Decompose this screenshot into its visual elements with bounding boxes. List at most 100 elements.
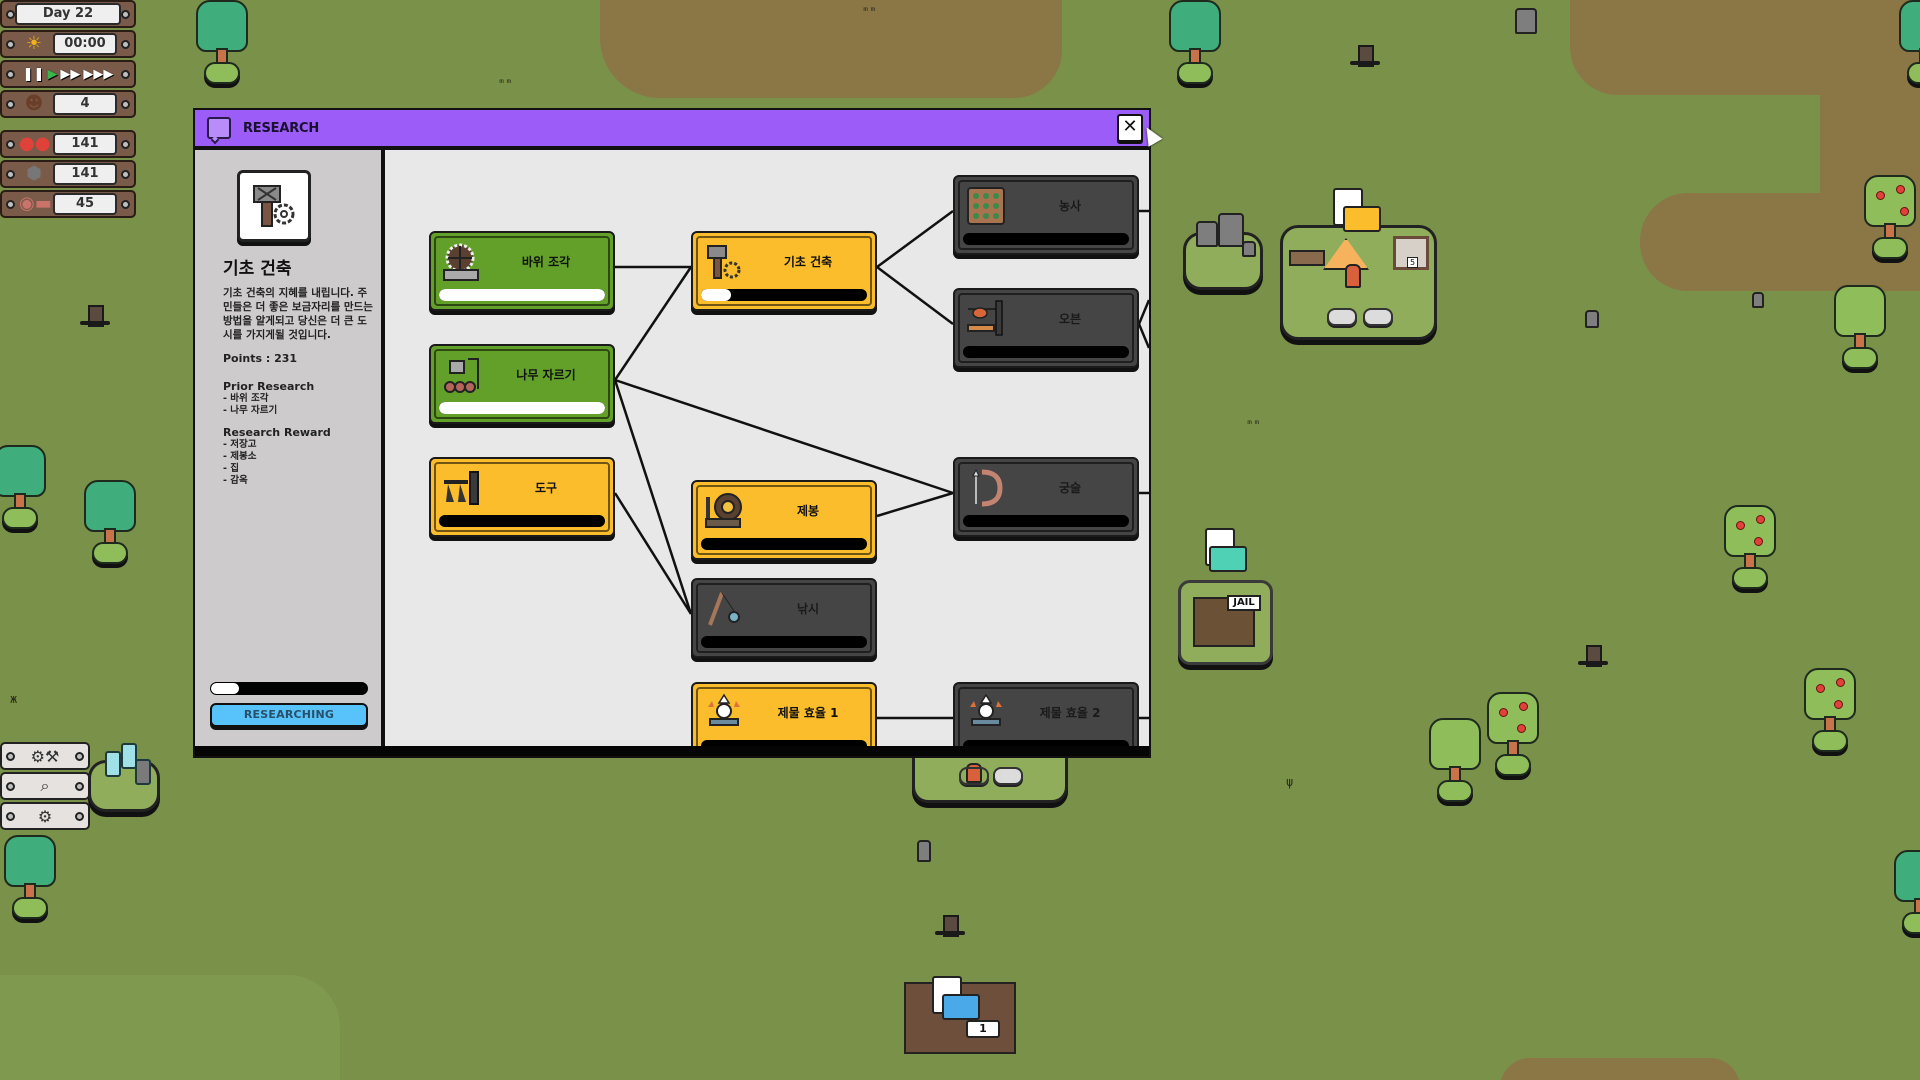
cart-icon	[1289, 250, 1325, 266]
day-label: Day 22	[15, 3, 121, 25]
research-node-farming[interactable]: 농사	[953, 175, 1139, 255]
play-button[interactable]: ▶	[47, 66, 58, 82]
rivet	[121, 99, 130, 109]
rock[interactable]	[1752, 292, 1764, 308]
node-label: 낚시	[796, 602, 820, 616]
tree-stump[interactable]	[935, 915, 965, 937]
node-label: 도구	[534, 481, 558, 495]
research-node-fishing[interactable]: 낚시	[691, 578, 877, 658]
rivet	[75, 751, 84, 761]
close-button[interactable]: ✕	[1117, 114, 1143, 142]
researching-button[interactable]: RESEARCHING	[210, 703, 368, 727]
rock[interactable]	[1585, 310, 1599, 328]
research-node-basic-construction[interactable]: 기초 건축	[691, 231, 877, 311]
tree[interactable]	[1890, 850, 1920, 940]
food-count: 141	[53, 133, 117, 155]
anvil-tools-icon	[441, 467, 483, 509]
node-progress-bar	[701, 740, 867, 748]
jail-sign: JAIL	[1227, 595, 1261, 611]
worker-slot[interactable]	[993, 767, 1023, 785]
research-node-offering-efficiency-1[interactable]: 제물 효율 1	[691, 682, 877, 748]
apple-tree[interactable]	[1800, 668, 1860, 758]
prior-research-section: Prior Research - 바위 조각 - 나무 자르기	[223, 380, 314, 417]
rivet	[6, 99, 15, 109]
tech-link-woodcutting-to-fishing	[613, 379, 693, 615]
tree[interactable]	[0, 445, 50, 535]
rock	[1196, 221, 1218, 247]
dirt-path	[600, 0, 1062, 98]
crystal	[105, 751, 121, 777]
hammer-gear-icon	[253, 185, 295, 227]
research-node-rock-carving[interactable]: 바위 조각	[429, 231, 615, 311]
tree-stump[interactable]	[1578, 645, 1608, 667]
rivet	[75, 781, 84, 791]
tree-stump[interactable]	[80, 305, 110, 327]
jail-house-icon	[1193, 597, 1255, 647]
worker-slot[interactable]	[1327, 308, 1357, 326]
research-book-icon	[207, 117, 231, 139]
worker-slot[interactable]	[1363, 308, 1393, 326]
node-progress-bar	[439, 515, 605, 527]
research-node-woodcutting[interactable]: 나무 자르기	[429, 344, 615, 424]
rock[interactable]	[917, 840, 931, 862]
tree[interactable]	[1895, 0, 1920, 90]
quarry-plot[interactable]	[1183, 213, 1263, 290]
research-node-tools[interactable]: 도구	[429, 457, 615, 537]
villager-face-icon: ☻	[24, 93, 44, 114]
fastest-forward-button[interactable]: ▶▶▶	[83, 66, 114, 82]
rivet	[121, 139, 130, 149]
research-node-archery[interactable]: 궁술	[953, 457, 1139, 537]
tech-link-basic-construction-to-oven	[876, 266, 954, 325]
hud-panel: Day 22 ☀ 00:00 ❚❚ ▶ ▶▶ ▶▶▶ ☻ 4 ●● 141 ⬢ …	[0, 0, 136, 220]
tree[interactable]	[192, 0, 252, 90]
apple-tree[interactable]	[1860, 175, 1920, 265]
tech-tree[interactable]: 바위 조각 나무 자르기 도구 기초 건축	[385, 150, 1149, 748]
tree[interactable]	[0, 835, 60, 925]
research-window: RESEARCH ✕ 기초 건축 기초 건축의 지혜를 내립니다. 주민들은 더…	[193, 108, 1163, 758]
bow-arrow-icon	[965, 467, 1007, 509]
altar-skull-icon	[965, 692, 1007, 734]
rock	[1242, 241, 1256, 257]
villager-icon	[1345, 264, 1361, 288]
research-progress-bar	[210, 682, 368, 695]
settings-button[interactable]: ⚙	[0, 802, 90, 830]
window-title: RESEARCH	[243, 120, 320, 136]
research-node-sewing[interactable]: 제봉	[691, 480, 877, 560]
population-row: ☻ 4	[0, 90, 136, 118]
apple-tree[interactable]	[1720, 505, 1780, 595]
node-label: 제물 효율 1	[777, 706, 839, 720]
altar-skull-icon	[703, 692, 745, 734]
research-reward-item: - 감옥	[223, 475, 248, 486]
tree-stump[interactable]	[1350, 45, 1380, 67]
research-window-header[interactable]: RESEARCH ✕	[195, 110, 1163, 148]
rivet	[6, 199, 15, 209]
tree[interactable]	[1830, 285, 1890, 375]
build-tool-button[interactable]: ⚙⚒	[0, 742, 90, 770]
build-hammer-gear-icon: ⚙⚒	[30, 746, 60, 766]
crystal-plot[interactable]	[88, 743, 160, 812]
pause-button[interactable]: ❚❚	[22, 66, 45, 82]
rivet	[6, 139, 15, 149]
tree[interactable]	[1425, 718, 1485, 808]
worker-slot[interactable]	[959, 767, 989, 785]
research-reward-item: - 제봉소	[223, 451, 257, 462]
apple-tree[interactable]	[1483, 692, 1543, 782]
rock[interactable]	[1515, 8, 1537, 34]
dirt-path	[0, 975, 340, 1080]
selected-research-description: 기초 건축의 지혜를 내립니다. 주민들은 더 좋은 보금자리를 만드는 방법을…	[223, 287, 373, 341]
rivet	[121, 199, 130, 209]
mailbox[interactable]: 1	[904, 976, 1016, 1054]
tree[interactable]	[1165, 0, 1225, 90]
research-node-offering-efficiency-2[interactable]: 제물 효율 2	[953, 682, 1139, 748]
research-progress-fill	[211, 683, 240, 694]
tree[interactable]	[80, 480, 140, 570]
rivet	[120, 69, 130, 79]
camp-plot[interactable]: 5	[1280, 225, 1437, 340]
jail-building[interactable]: JAIL	[1178, 580, 1273, 665]
node-progress-bar	[963, 515, 1129, 527]
research-node-oven[interactable]: 오븐	[953, 288, 1139, 368]
fast-forward-button[interactable]: ▶▶	[60, 66, 81, 82]
rivet	[121, 169, 130, 179]
inspect-tool-button[interactable]: ⌕	[0, 772, 90, 800]
